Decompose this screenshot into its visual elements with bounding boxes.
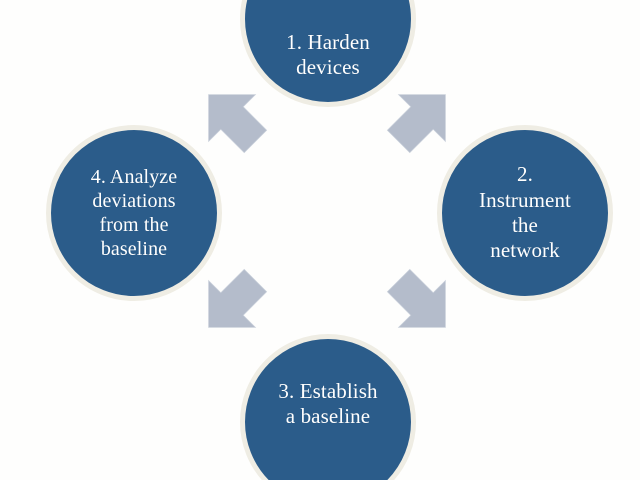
cycle-node-step-4: 4. Analyze deviations from the baseline — [46, 125, 222, 301]
cycle-node-step-3: 3. Establish a baseline — [240, 334, 416, 480]
cycle-node-step-4-label: 4. Analyze deviations from the baseline — [90, 165, 178, 261]
arrow-step4-to-step1-icon — [181, 67, 283, 169]
cycle-node-step-1: 1. Harden devices — [240, 0, 416, 107]
cycle-node-step-2-label: 2. Instrument the network — [479, 162, 571, 263]
arrow-step1-to-step2-icon — [371, 67, 473, 169]
arrow-step2-to-step3-icon — [371, 253, 473, 355]
cycle-node-step-3-label: 3. Establish a baseline — [278, 378, 378, 428]
arrow-step3-to-step4-icon — [181, 253, 283, 355]
cycle-node-step-1-label: 1. Harden devices — [286, 29, 370, 79]
cycle-node-step-2: 2. Instrument the network — [437, 125, 613, 301]
